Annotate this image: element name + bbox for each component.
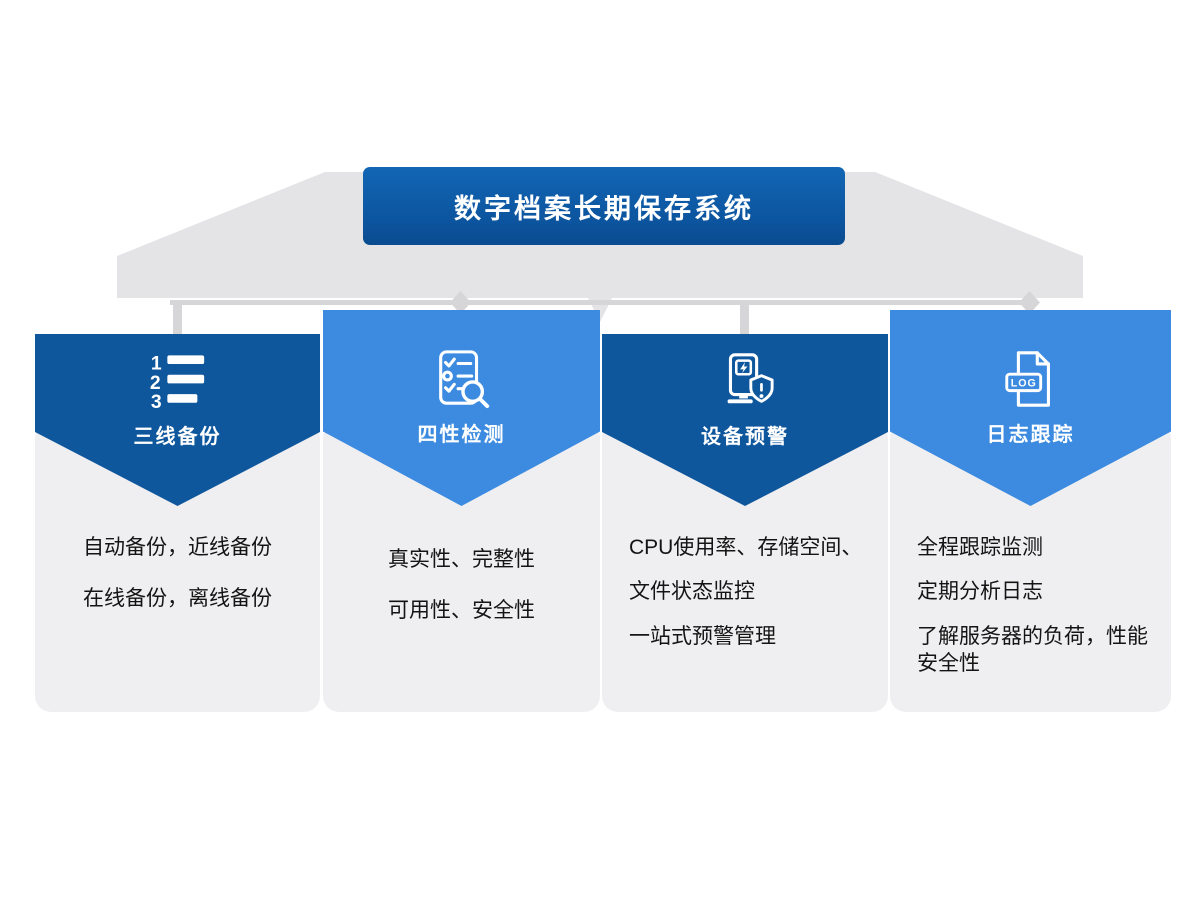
card-body-log: 全程跟踪监测 定期分析日志 了解服务器的负荷，性能安全性 xyxy=(890,534,1171,677)
branch-stub-col3 xyxy=(740,300,749,336)
title-banner: 数字档案长期保存系统 xyxy=(363,167,845,245)
card-line: 定期分析日志 xyxy=(917,580,1043,604)
card-line: 可用性、安全性 xyxy=(388,599,535,623)
card-body-alert: CPU使用率、存储空间、 文件状态监控 一站式预警管理 xyxy=(602,534,888,650)
svg-text:3: 3 xyxy=(150,391,161,412)
card-body-detection: 真实性、完整性 可用性、安全性 xyxy=(323,546,600,625)
card-line: 一站式预警管理 xyxy=(629,624,776,648)
card-line: CPU使用率、存储空间、 xyxy=(629,536,863,559)
log-document-icon: LOG xyxy=(1004,351,1050,407)
column-card-detection: 真实性、完整性 可用性、安全性 xyxy=(323,422,600,712)
numbered-list-icon: 1 2 3 xyxy=(149,352,204,412)
svg-text:1: 1 xyxy=(150,352,161,374)
branch-diamond-col2 xyxy=(450,291,471,314)
page-title: 数字档案长期保存系统 xyxy=(454,193,754,224)
column-label-detection: 四性检测 xyxy=(417,424,506,446)
horizontal-connector-line xyxy=(170,300,1034,305)
column-label-alert: 设备预警 xyxy=(701,426,789,448)
svg-text:LOG: LOG xyxy=(1010,377,1036,389)
device-alert-shield-icon xyxy=(727,353,774,404)
column-label-backup: 三线备份 xyxy=(133,426,222,448)
card-line: 文件状态监控 xyxy=(629,580,755,604)
branch-diamond-col4 xyxy=(1019,291,1040,314)
branch-stub-col1 xyxy=(173,300,182,336)
column-label-log: 日志跟踪 xyxy=(986,424,1075,446)
svg-text:2: 2 xyxy=(149,372,160,394)
checklist-magnifier-icon xyxy=(438,350,489,409)
card-line: 在线备份，离线备份 xyxy=(83,587,272,611)
card-body-backup: 自动备份，近线备份 在线备份，离线备份 xyxy=(35,534,320,613)
card-line: 真实性、完整性 xyxy=(388,548,535,571)
card-line: 了解服务器的负荷，性能安全性 xyxy=(917,624,1148,675)
card-line: 自动备份，近线备份 xyxy=(83,536,272,559)
card-line: 全程跟踪监测 xyxy=(917,536,1043,559)
